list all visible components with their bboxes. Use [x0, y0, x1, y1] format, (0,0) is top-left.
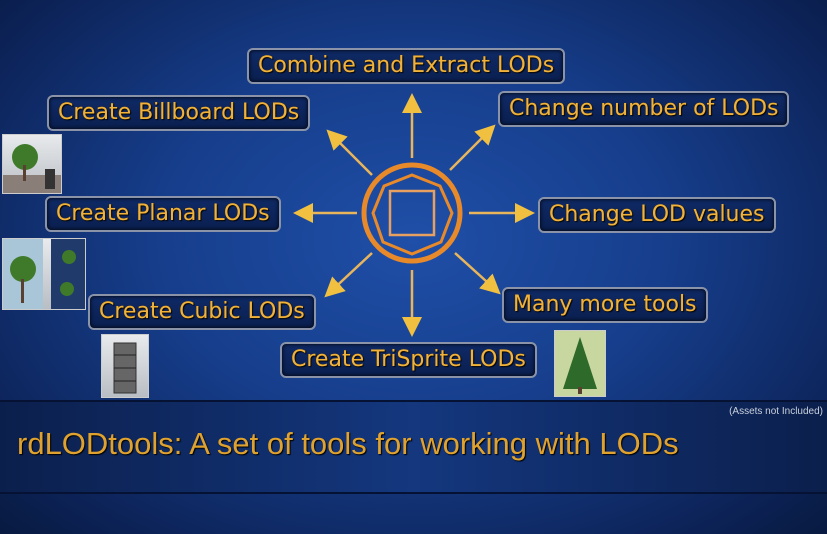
product-title: rdLODtools: A set of tools for working w…: [17, 426, 679, 461]
arrow-up-right: [449, 124, 496, 171]
planar-tree-thumbnail: [2, 238, 86, 310]
footer-band: (Assets not Included) rdLODtools: A set …: [0, 400, 827, 494]
arrow-up-left: [326, 129, 373, 176]
label-planar: Create Planar LODs: [45, 196, 281, 232]
arrow-down-left: [324, 252, 373, 298]
label-trisprite: Create TriSprite LODs: [280, 342, 537, 378]
label-many-more: Many more tools: [502, 287, 708, 323]
lod-logo-icon: [361, 162, 463, 264]
trisprite-tree-thumbnail: [554, 330, 606, 397]
label-change-values: Change LOD values: [538, 197, 776, 233]
label-combine-extract: Combine and Extract LODs: [247, 48, 566, 84]
cubic-tree-thumbnail: [101, 334, 149, 398]
assets-note: (Assets not Included): [729, 406, 823, 417]
arrow-down-right: [454, 252, 501, 295]
billboard-tree-thumbnail: [2, 134, 62, 194]
label-cubic: Create Cubic LODs: [88, 294, 316, 330]
label-change-number: Change number of LODs: [498, 91, 790, 127]
label-billboard: Create Billboard LODs: [47, 95, 311, 131]
